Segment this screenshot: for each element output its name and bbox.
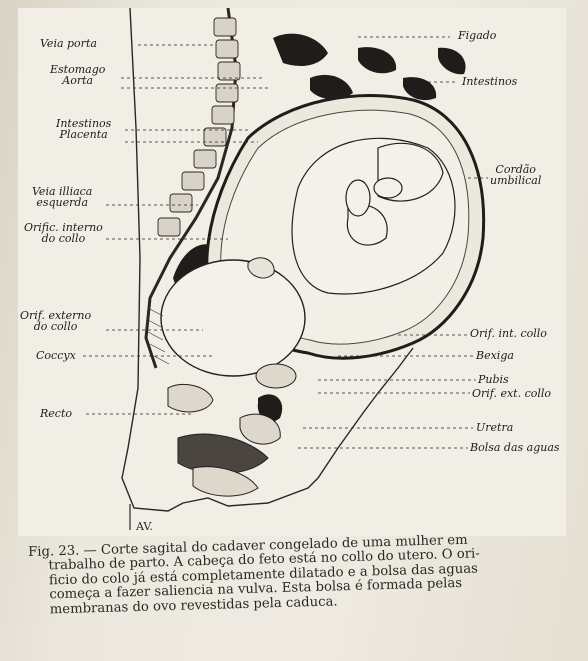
label-orif-ext-collo: Orif. ext. collo [472,388,551,399]
label-veia-iliaca: Veia illiaca esquerda [32,186,92,208]
label-orif-externo-line2: do collo [20,321,91,332]
label-bolsa-das-aguas: Bolsa das aguas [470,442,560,453]
label-intestinos-placenta: Intestinos Placenta [56,118,111,140]
fetal-head [161,260,305,376]
label-placenta: Placenta [56,129,111,140]
label-umbilical: umbilical [490,175,541,186]
label-orif-int-collo: Orif. int. collo [470,328,547,339]
label-uretra: Uretra [476,422,513,433]
label-cordao-umbilical: Cordão umbilical [490,164,541,186]
label-intestinos-right: Intestinos [462,76,517,87]
label-figado: Figado [458,30,496,41]
label-pubis: Pubis [478,374,509,385]
anatomical-figure: Veia porta Estomago Aorta Intestinos Pla… [18,8,566,536]
pelvic-structures [168,364,296,496]
label-orific-interno-line2: do collo [24,233,103,244]
label-aorta: Aorta [50,75,105,86]
artist-initials: AV. [136,520,153,533]
label-recto: Recto [40,408,72,419]
label-estomago-aorta: Estomago Aorta [50,64,105,86]
label-coccyx: Coccyx [36,350,76,361]
label-veia-porta: Veia porta [40,38,97,49]
label-orif-externo: Orif. externo do collo [20,310,91,332]
label-orific-interno: Orific. interno do collo [24,222,103,244]
label-veia-iliaca-line2: esquerda [32,197,92,208]
label-bexiga: Bexiga [476,350,514,361]
figure-caption: Fig. 23. — Corte sagital do cadaver cong… [28,531,578,618]
